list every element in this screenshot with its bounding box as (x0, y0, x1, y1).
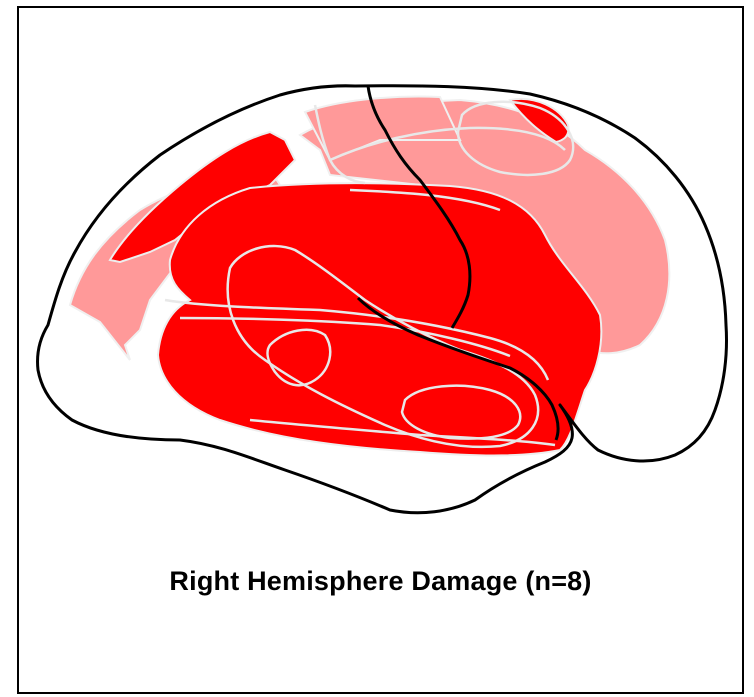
figure-caption: Right Hemisphere Damage (n=8) (17, 566, 744, 597)
